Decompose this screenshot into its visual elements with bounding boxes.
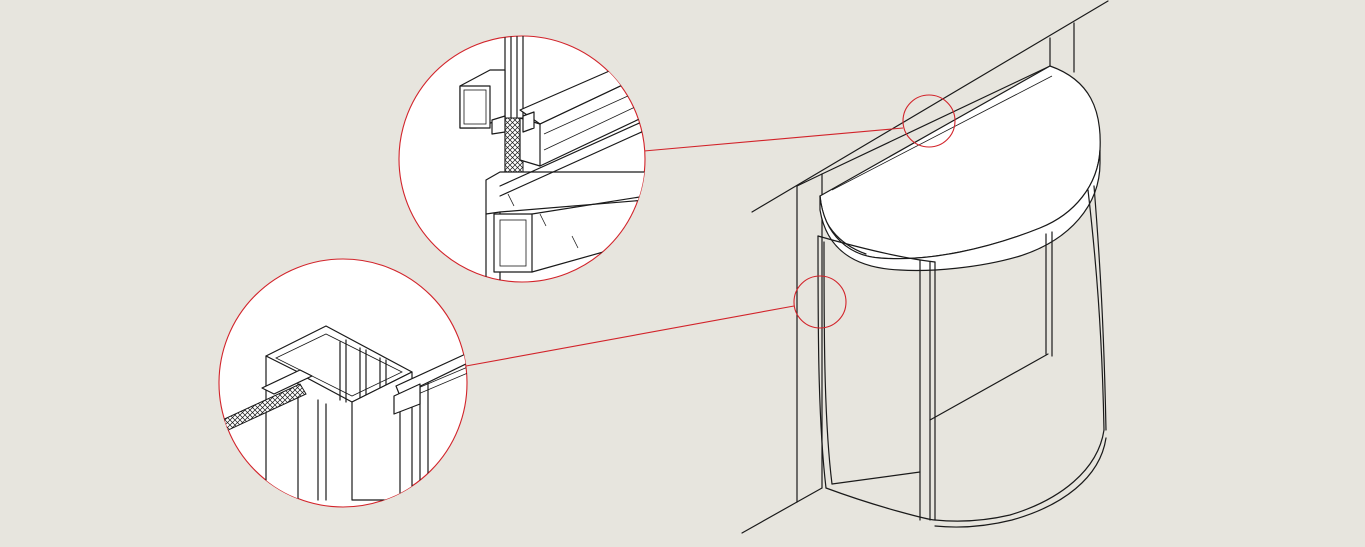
post-leader-line (465, 305, 795, 367)
detail-canopy-glazing (398, 35, 646, 283)
wall-outline (741, 0, 1109, 534)
canopy-callout-circle (902, 94, 956, 148)
door-leaves (831, 231, 1053, 521)
detail-door-post (218, 258, 468, 508)
right-curved-wall (934, 185, 1107, 528)
callout-markers (465, 94, 956, 367)
revolving-door (741, 0, 1109, 534)
canopy (819, 65, 1101, 272)
canopy-leader-line (643, 127, 904, 152)
post-callout-circle (793, 275, 847, 329)
left-curved-wall (817, 235, 936, 521)
